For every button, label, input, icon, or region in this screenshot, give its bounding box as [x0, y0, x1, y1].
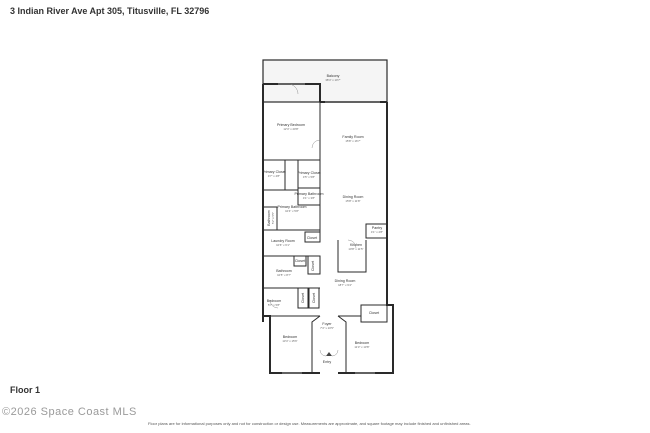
room-label-family-room: Family Room: [342, 135, 363, 139]
room-label-primary-bathroom-small: Primary Bathroom: [295, 192, 324, 196]
room-dim-bedroom-small: 5'7" x 5'8": [268, 303, 280, 307]
room-dim-dining-room-1: 15'8" x 11'8": [345, 199, 360, 203]
room-label-closet-2: Closet: [295, 259, 305, 263]
room-dim-primary-bathroom: 10'4" x 5'8": [285, 209, 299, 213]
room-label-closet-1: Closet: [307, 236, 317, 240]
room-dim-primary-bathroom-small: 4'1" x 3'8": [303, 196, 315, 200]
room-label-primary-closet-2: Primary Closet: [297, 171, 321, 175]
window-marks: [278, 83, 380, 374]
entry-arrow-icon: [326, 352, 332, 356]
room-dim-bedroom-right: 11'3" x 13'8": [354, 345, 369, 349]
listing-address: 3 Indian River Ave Apt 305, Titusville, …: [10, 6, 210, 16]
interior-walls: [262, 102, 388, 373]
room-label-bathroom-2: Bathroom: [276, 269, 292, 273]
room-label-dining-room-1: Dining Room: [343, 195, 364, 199]
room-dim-primary-bedroom: 12'4" x 20'8": [283, 127, 298, 131]
room-dim-bedroom-left: 13'4" x 15'6": [282, 339, 297, 343]
room-label-primary-bedroom: Primary Bedroom: [277, 123, 305, 127]
room-label-dining-room-2: Dining Room: [335, 279, 356, 283]
room-dim-dining-room-2: 18'7" x 9'4": [338, 283, 352, 287]
room-label-entry: Entry: [323, 360, 332, 364]
room-dim-bathroom-side: 5'2" x 5'5": [271, 212, 275, 224]
room-label-closet-4: Closet: [301, 293, 305, 303]
room-label-bedroom-small: Bedroom: [267, 299, 282, 303]
room-label-bedroom-right: Bedroom: [355, 341, 370, 345]
room-label-bedroom-left: Bedroom: [283, 335, 298, 339]
room-label-closet-6: Closet: [369, 311, 379, 315]
mls-watermark: ©2026 Space Coast MLS: [2, 406, 137, 418]
room-dim-pantry: 4'1" x 2'8": [371, 230, 383, 234]
room-dim-kitchen: 10'8" x 11'5": [348, 247, 363, 251]
room-dim-laundry-room: 10'6" x 6'1": [276, 243, 290, 247]
room-dim-balcony: 38'4" x 10'7": [325, 78, 340, 82]
room-label-foyer: Foyer: [322, 322, 332, 326]
room-dim-bathroom-2: 10'5" x 8'7": [277, 273, 291, 277]
room-label-closet-3: Closet: [311, 261, 315, 271]
disclaimer-text: Floor plans are for informational purpos…: [148, 421, 471, 426]
room-label-closet-5: Closet: [312, 293, 316, 303]
floor-label: Floor 1: [10, 385, 41, 395]
room-dim-family-room: 15'8" x 16'7": [345, 139, 360, 143]
room-label-pantry: Pantry: [372, 226, 383, 230]
room-label-laundry-room: Laundry Room: [271, 239, 295, 243]
room-label-primary-closet-1: Primary Closet: [262, 170, 286, 174]
room-label-primary-bathroom: Primary Bathroom: [278, 205, 307, 209]
room-label-balcony: Balcony: [327, 74, 340, 78]
room-dim-primary-closet-2: 4'5" x 5'8": [303, 175, 315, 179]
room-label-bathroom-side: Bathroom: [267, 210, 271, 226]
room-label-kitchen: Kitchen: [350, 243, 362, 247]
room-dim-primary-closet-1: 4'7" x 4'8": [268, 174, 280, 178]
room-dim-foyer: 7'4" x 10'5": [320, 326, 334, 330]
